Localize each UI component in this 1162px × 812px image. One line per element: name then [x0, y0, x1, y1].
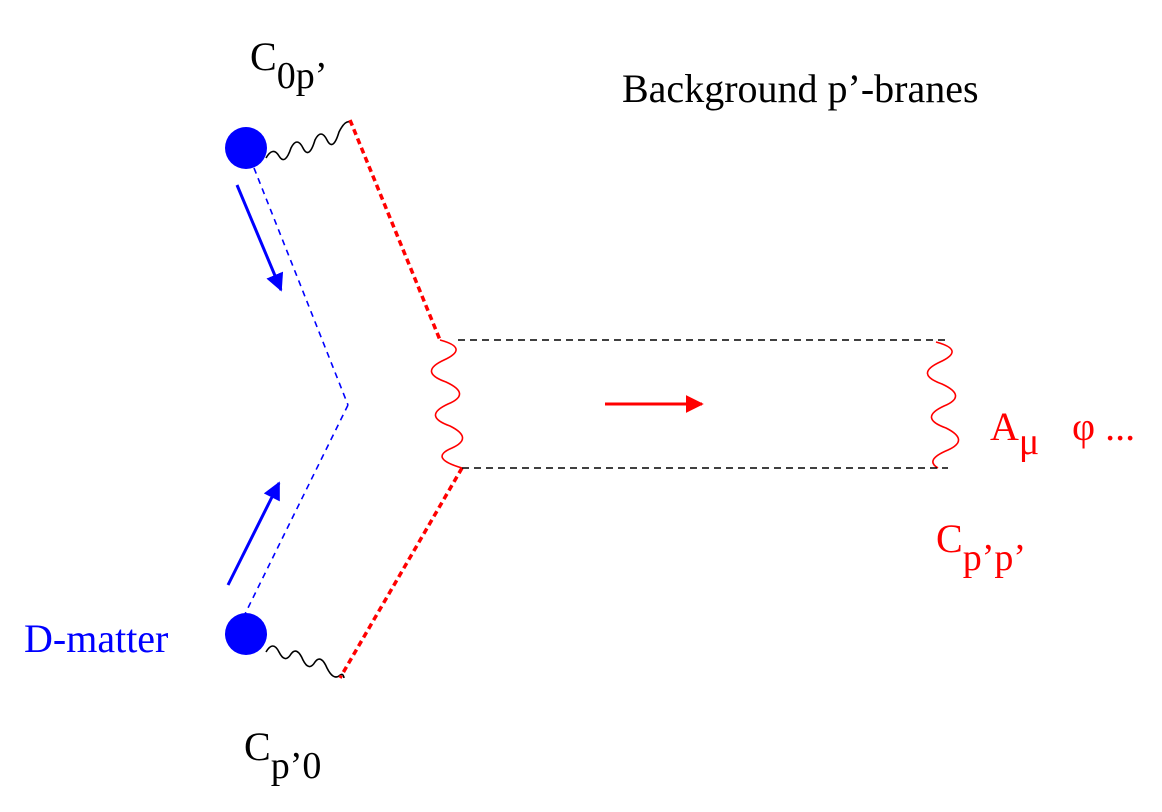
label-phi: φ ...	[1072, 404, 1135, 449]
d-matter-particle-bottom	[225, 613, 267, 655]
label-background-branes: Background p’-branes	[622, 66, 979, 111]
red-dashed-line-lower	[338, 467, 464, 679]
label-c-pp: Cp’p’	[936, 516, 1026, 579]
label-c-p0: Cp’0	[244, 724, 321, 787]
blue-dashed-path-upper	[253, 167, 349, 406]
blue-arrow-down	[235, 184, 284, 292]
blue-arrow-up	[226, 481, 281, 586]
string-bottom	[265, 645, 345, 679]
label-a-mu: Aμ	[990, 404, 1039, 463]
label-d-matter: D-matter	[24, 616, 168, 661]
red-wave-left	[430, 339, 464, 469]
red-wave-right	[926, 341, 960, 469]
red-dashed-line-upper	[348, 119, 442, 341]
label-c-0p: C0p’	[250, 34, 327, 97]
d-matter-particle-top	[225, 127, 267, 169]
blue-dashed-path-lower	[243, 404, 349, 617]
string-top	[265, 120, 351, 161]
